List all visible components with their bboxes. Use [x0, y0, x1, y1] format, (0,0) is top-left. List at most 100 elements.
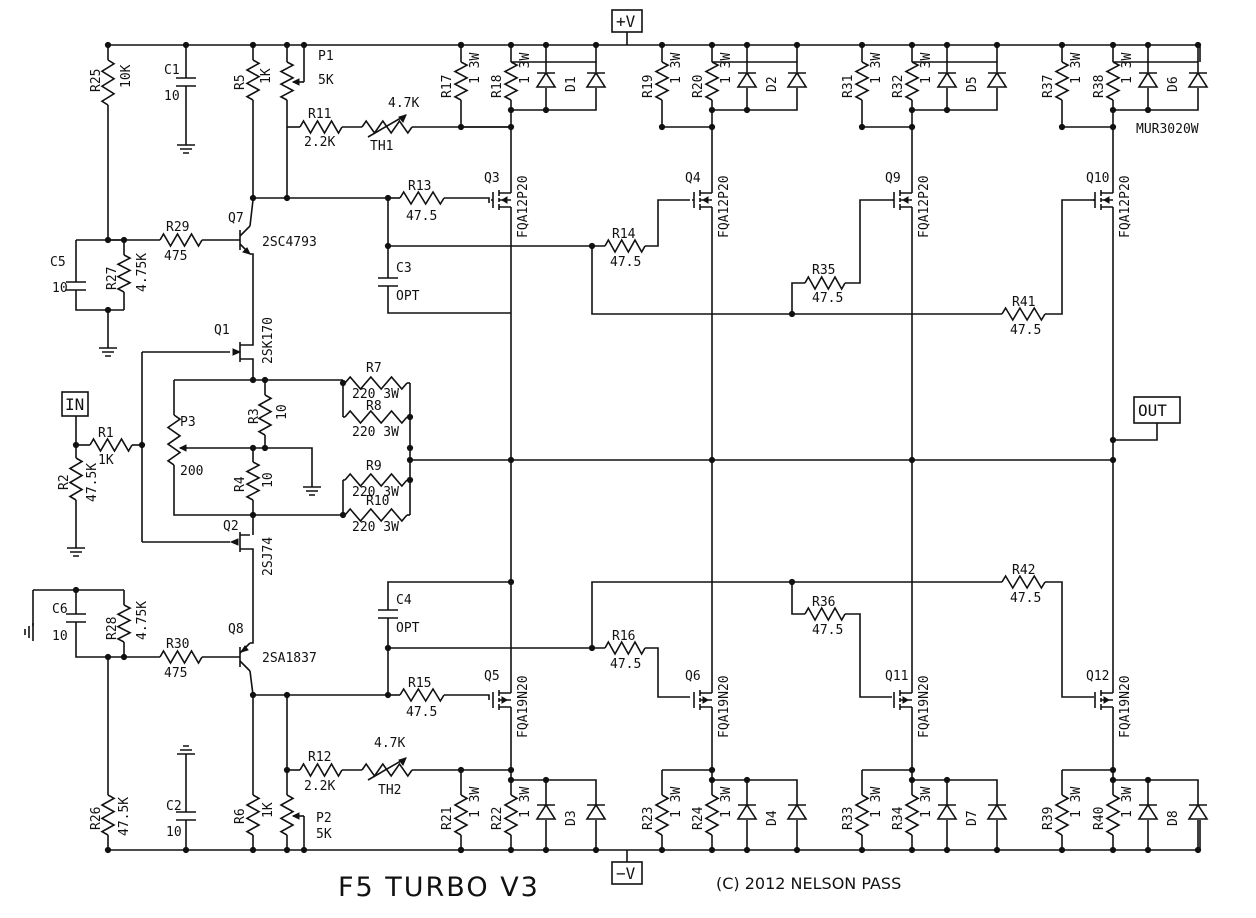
- junction-dot: [743, 106, 751, 114]
- resistor-body: [159, 649, 203, 665]
- junction-dot: [788, 578, 796, 586]
- wire: [747, 88, 798, 111]
- r9-val: 220 3W: [352, 485, 399, 500]
- resistor-body: [1105, 61, 1121, 101]
- junction-dot: [788, 310, 796, 318]
- resistor-r30: [159, 649, 203, 665]
- diode-triangle: [736, 71, 758, 88]
- r30-val: 475: [164, 666, 187, 681]
- diode-icon: [786, 803, 808, 820]
- q11-val: FQA19N20: [917, 675, 932, 738]
- resistor-body: [904, 794, 920, 836]
- emitter-arrow: [239, 645, 249, 653]
- junction-dot: [743, 846, 751, 854]
- junction-dot: [1058, 123, 1066, 131]
- r41-ref: R41: [1012, 295, 1035, 310]
- wire: [444, 694, 490, 700]
- p2-ref: P2: [316, 811, 332, 826]
- arrow: [702, 696, 709, 704]
- junction-dot: [507, 41, 515, 49]
- r17-val: 1 3W: [468, 53, 483, 84]
- th2-ref: TH2: [378, 783, 401, 798]
- r24-val: 1 3W: [719, 787, 734, 818]
- r39-val: 1 3W: [1069, 787, 1084, 818]
- diode-icon: [986, 71, 1008, 88]
- resistor-r19: [654, 61, 670, 101]
- r38-val: 1 3W: [1120, 53, 1135, 84]
- junction-dot: [858, 123, 866, 131]
- r4-val: 10: [261, 472, 276, 488]
- junction-dot: [1144, 846, 1152, 854]
- resistor-body: [279, 794, 295, 836]
- resistor-r3: [257, 394, 273, 436]
- resistor-body: [453, 794, 469, 836]
- junction-dot: [658, 123, 666, 131]
- r7-ref: R7: [366, 361, 382, 376]
- r6-ref: R6: [233, 808, 248, 824]
- junction-dot: [592, 846, 600, 854]
- r22-val: 1 3W: [518, 787, 533, 818]
- junction-dot: [406, 413, 414, 421]
- r42-val: 47.5: [1010, 591, 1041, 606]
- junction-dot: [1109, 106, 1117, 114]
- resistor-body: [854, 61, 870, 101]
- junction-dot: [943, 846, 951, 854]
- junction-dot: [72, 441, 80, 449]
- wire: [791, 582, 805, 615]
- junction-dot: [406, 444, 414, 452]
- r16-ref: R16: [612, 629, 635, 644]
- resistor-body: [804, 275, 846, 291]
- junction-dot: [1109, 456, 1117, 464]
- wire: [188, 447, 313, 487]
- junction-dot: [1144, 41, 1152, 49]
- junction-dot: [507, 106, 515, 114]
- wire: [1045, 581, 1094, 698]
- q6-nmos-icon: [693, 690, 712, 710]
- r37-ref: R37: [1041, 75, 1056, 98]
- wire: [250, 548, 254, 600]
- q6-val: FQA19N20: [717, 675, 732, 738]
- r26-ref: R26: [89, 807, 104, 830]
- junction-dot: [993, 846, 1001, 854]
- resistor-r16: [604, 640, 646, 656]
- resistor-r42: [1001, 574, 1046, 590]
- q7-ref: Q7: [228, 211, 244, 226]
- r34-val: 1 3W: [919, 787, 934, 818]
- junction-dot: [908, 456, 916, 464]
- wire: [845, 613, 892, 698]
- q8-pnp-icon: [239, 642, 251, 672]
- d3-ref: D3: [564, 810, 579, 826]
- junction-dot: [743, 41, 751, 49]
- r30-ref: R30: [166, 637, 189, 652]
- junction-dot: [908, 776, 916, 784]
- junction-dot: [708, 41, 716, 49]
- c2-val: 10: [166, 825, 182, 840]
- wire: [444, 197, 490, 203]
- vminus-port-box: [611, 861, 643, 885]
- r18-ref: R18: [490, 75, 505, 98]
- r1-ref: R1: [98, 426, 114, 441]
- r41-val: 47.5: [1010, 323, 1041, 338]
- diode-triangle: [1137, 71, 1159, 88]
- resistor-body: [166, 414, 182, 466]
- arrow: [501, 696, 508, 704]
- q10-pmos-icon: [1094, 190, 1113, 210]
- resistor-r8: [344, 409, 408, 425]
- resistor-r20: [704, 61, 720, 101]
- r20-val: 1 3W: [719, 53, 734, 84]
- junction-dot: [708, 846, 716, 854]
- q2-ref: Q2: [223, 519, 239, 534]
- diode-icon: [535, 71, 557, 88]
- vplus-port-box: [611, 9, 643, 33]
- wire: [546, 61, 597, 72]
- junction-dot: [283, 766, 291, 774]
- junction-dot: [120, 236, 128, 244]
- resistor-r5: [245, 59, 261, 101]
- resistor-body: [654, 61, 670, 101]
- r35-ref: R35: [812, 263, 835, 278]
- junction-dot: [104, 306, 112, 314]
- q10-val: FQA12P20: [1118, 175, 1133, 238]
- r7-val: 220 3W: [352, 387, 399, 402]
- q11-ref: Q11: [885, 669, 908, 684]
- q3-val: FQA12P20: [516, 175, 531, 238]
